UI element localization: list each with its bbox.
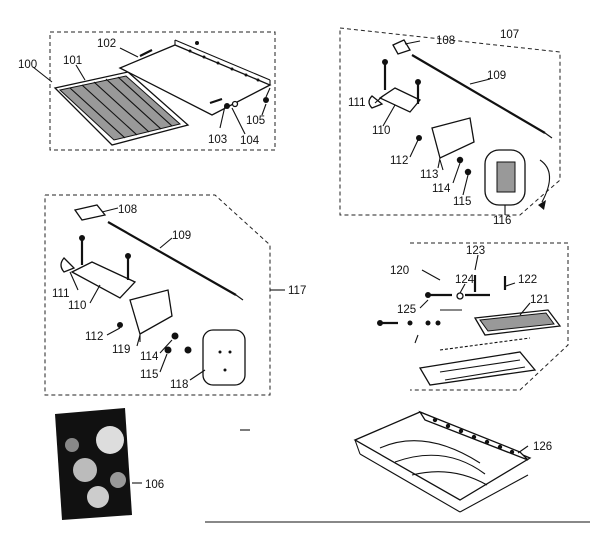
callout-125: 125 bbox=[397, 304, 416, 316]
callout-111b: 111 bbox=[52, 288, 69, 300]
bracket-119 bbox=[129, 289, 173, 342]
callout-123: 123 bbox=[466, 245, 485, 257]
callout-108b: 108 bbox=[118, 204, 137, 216]
callout-104: 104 bbox=[240, 135, 260, 147]
leader-101 bbox=[75, 64, 86, 81]
assembly-117-outline bbox=[44, 194, 271, 396]
callout-120: 120 bbox=[390, 265, 409, 277]
spit-rod-109 bbox=[411, 54, 546, 134]
leader-118 bbox=[189, 369, 206, 381]
fork-assembly-110b bbox=[60, 235, 137, 299]
leader-114b bbox=[159, 339, 173, 354]
washer-114 bbox=[456, 156, 464, 164]
callout-126: 126 bbox=[533, 441, 552, 453]
screw-112 bbox=[416, 135, 422, 141]
callout-116: 116 bbox=[493, 215, 511, 227]
leader-111 bbox=[374, 95, 384, 104]
hardware-103-104-105 bbox=[209, 87, 271, 109]
callout-115: 115 bbox=[453, 196, 471, 208]
assembly-100-outline bbox=[49, 31, 276, 151]
callout-102: 102 bbox=[97, 38, 116, 50]
callout-112: 112 bbox=[390, 155, 408, 167]
assembly-120-outline bbox=[410, 242, 569, 391]
leader-123 bbox=[474, 254, 479, 271]
leader-110b bbox=[89, 284, 101, 304]
leader-112 bbox=[409, 139, 419, 158]
leader-110 bbox=[382, 104, 396, 127]
leader-115 bbox=[462, 174, 469, 196]
callout-labels: 100 101 102 103 104 105 106 107 108 109 … bbox=[18, 29, 552, 491]
callout-108: 108 bbox=[436, 35, 455, 47]
nut-115b bbox=[164, 346, 172, 354]
leader-109 bbox=[469, 78, 491, 85]
callout-115b: 115 bbox=[140, 369, 158, 381]
leader-122 bbox=[505, 282, 516, 287]
leader-115b bbox=[159, 353, 168, 373]
leader-111b bbox=[69, 271, 79, 291]
callout-112b: 112 bbox=[85, 331, 103, 343]
callout-113: 113 bbox=[420, 169, 438, 181]
callout-103: 103 bbox=[208, 134, 227, 146]
leader-120 bbox=[421, 269, 441, 281]
skewer-handle-108b bbox=[73, 204, 107, 221]
leader-121 bbox=[519, 302, 531, 316]
motor-118 bbox=[202, 329, 246, 386]
nut-115 bbox=[464, 168, 472, 176]
callout-122: 122 bbox=[518, 274, 537, 286]
assembly-107-outline bbox=[339, 27, 561, 216]
leader-102 bbox=[119, 47, 139, 58]
callout-105: 105 bbox=[246, 115, 265, 127]
leader-125 bbox=[419, 299, 429, 309]
leader-114 bbox=[452, 162, 461, 184]
leader-119 bbox=[136, 334, 141, 347]
spit-rod-109b bbox=[107, 221, 237, 296]
leader-109b bbox=[159, 237, 173, 249]
bracket-113 bbox=[431, 117, 475, 169]
callout-121: 121 bbox=[530, 294, 549, 306]
callout-117: 117 bbox=[288, 285, 306, 297]
callout-101: 101 bbox=[63, 55, 82, 67]
callout-109: 109 bbox=[487, 70, 506, 82]
leader-100 bbox=[32, 66, 53, 83]
callout-124: 124 bbox=[455, 274, 475, 286]
callout-109b: 109 bbox=[172, 230, 191, 242]
leader-103 bbox=[219, 105, 226, 129]
fork-assembly-110 bbox=[368, 59, 422, 113]
callout-110: 110 bbox=[372, 125, 390, 137]
booklet-106 bbox=[55, 408, 142, 520]
leader-108 bbox=[404, 40, 421, 45]
callout-107: 107 bbox=[500, 29, 519, 41]
tray-102 bbox=[118, 39, 272, 116]
screw-112b bbox=[117, 322, 123, 328]
callout-119: 119 bbox=[112, 344, 130, 356]
callout-110b: 110 bbox=[68, 300, 86, 312]
washer-114b bbox=[171, 332, 179, 340]
leader-124 bbox=[459, 283, 466, 294]
leader-113 bbox=[439, 159, 444, 171]
leader-105 bbox=[261, 103, 267, 116]
skewer-handle-108 bbox=[392, 39, 411, 55]
callout-114: 114 bbox=[432, 183, 451, 195]
leader-104 bbox=[231, 107, 246, 135]
drip-tray-126 bbox=[353, 410, 532, 513]
leader-126 bbox=[517, 445, 529, 454]
assembly-100 bbox=[32, 31, 276, 151]
callout-111: 111 bbox=[348, 97, 365, 109]
assembly-107 bbox=[339, 27, 561, 216]
leader-108b bbox=[101, 207, 119, 213]
callout-100: 100 bbox=[18, 59, 37, 71]
grill-plate-101 bbox=[53, 71, 190, 146]
assembly-120 bbox=[377, 242, 569, 391]
assembly-117 bbox=[44, 194, 285, 396]
motor-116 bbox=[484, 149, 551, 210]
callout-114b: 114 bbox=[140, 351, 159, 363]
hardware-122-123-124-125 bbox=[377, 275, 507, 344]
element-121 bbox=[418, 309, 562, 386]
callout-106: 106 bbox=[145, 479, 164, 491]
callout-118: 118 bbox=[170, 379, 188, 391]
leader-112b bbox=[106, 327, 121, 336]
